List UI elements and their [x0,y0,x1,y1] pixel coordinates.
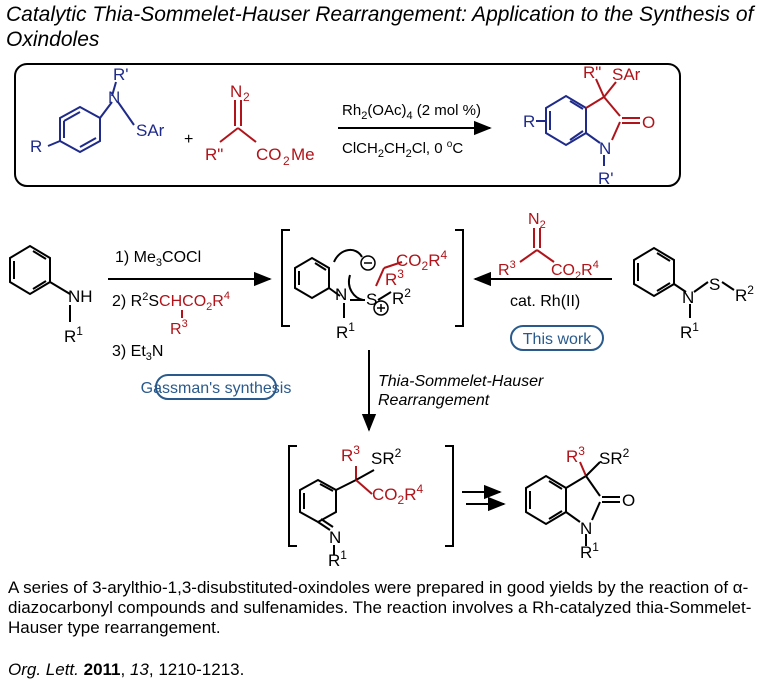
svg-text:R": R" [583,63,601,82]
svg-text:CO: CO [256,145,282,164]
svg-text:2) R2SCHCO2R4: 2) R2SCHCO2R4 [112,290,230,313]
ylide-bracket [281,229,464,327]
svg-text:R2: R2 [392,286,411,308]
oxindole-product-bottom [525,461,620,546]
svg-text:2: 2 [243,90,250,104]
svg-text:O: O [622,491,635,510]
rearrangement-label-1: Thia-Sommelet-Hauser [378,373,544,390]
svg-text:N: N [108,88,120,107]
svg-text:R3: R3 [170,318,188,338]
description: A series of 3-arylthio-1,3-disubstituted… [8,578,752,637]
sulfenamide-right-labels: N S R2 R1 [680,275,754,342]
dienimine-structure [299,466,375,555]
svg-text:CO2R4: CO2R4 [551,259,599,282]
top-reagents: Rh2(OAc)4 (2 mol %) [342,102,481,122]
gassman-steps: 1) Me3COCl 2) R2SCHCO2R4 3) Et3N [112,249,230,363]
svg-text:R3: R3 [385,267,404,289]
citation-year: 2011 [83,660,121,679]
gassman-label: Gassman's synthesis [141,380,292,397]
rearrangement-label-2: Rearrangement [378,392,490,409]
svg-text:NH: NH [68,287,93,306]
sulfenamide-structure [47,81,117,154]
svg-text:3) Et3N: 3) Et3N [112,343,163,363]
svg-text:R3: R3 [498,259,516,279]
aniline-labels: NH R1 [64,287,93,346]
svg-text:1) Me3COCl: 1) Me3COCl [115,249,201,269]
svg-text:R1: R1 [580,540,599,562]
oxindole-product-top [536,78,640,166]
svg-text:SAr: SAr [136,121,165,140]
svg-text:R3: R3 [341,443,360,465]
svg-text:R': R' [598,169,614,188]
svg-text:R1: R1 [64,324,83,346]
svg-text:N: N [335,285,347,304]
svg-text:N: N [230,82,242,101]
oxindole-top-labels: R R" SAr O N R' [523,63,655,188]
svg-text:N2: N2 [528,211,546,231]
sulfenamide-labels: R N R' SAr [30,65,165,156]
svg-text:N: N [599,139,611,158]
svg-text:R1: R1 [328,548,347,570]
this-work-catalyst: cat. Rh(II) [510,293,580,310]
svg-text:R': R' [113,65,129,84]
ylide-labels: N R1 S R2 R3 CO2R4 [335,248,447,342]
ylide-structure [294,249,403,318]
aniline-structure [9,244,71,322]
svg-text:CO2R4: CO2R4 [396,248,447,273]
citation-pages: 1210-1213. [158,660,245,679]
top-conditions: ClCH2CH2Cl, 0 oC [342,139,463,160]
diazo-ester-structure [219,100,257,143]
svg-text:N: N [329,528,341,547]
svg-text:S: S [366,290,377,309]
svg-text:R": R" [205,145,223,164]
svg-text:O: O [642,113,655,132]
svg-text:R3: R3 [566,444,585,466]
diazo-reagent-labels: N2 R3 CO2R4 [498,211,599,282]
svg-text:R: R [523,112,535,131]
citation: Org. Lett. 2011, 13, 1210-1213. [8,660,245,679]
sulfenamide-right-structure [633,246,735,318]
svg-text:CO2R4: CO2R4 [372,482,423,507]
citation-volume: 13 [129,660,149,679]
plus-sign: + [184,131,193,148]
diazo-reagent-structure [519,228,555,263]
svg-text:2: 2 [283,154,290,168]
svg-text:R2: R2 [735,283,754,305]
svg-text:N: N [682,288,694,307]
svg-text:S: S [709,275,720,294]
svg-text:R: R [30,137,42,156]
gassman-badge [155,374,277,400]
intermediate-bracket [288,445,454,547]
svg-text:R1: R1 [336,320,355,342]
svg-text:N: N [580,519,592,538]
dienimine-labels: R3 SR2 CO2R4 N R1 [328,443,423,570]
citation-journal: Org. Lett. [8,660,79,679]
svg-text:Me: Me [291,145,315,164]
svg-text:SR2: SR2 [371,446,402,468]
this-work-label: This work [523,331,592,348]
svg-text:SAr: SAr [612,65,641,84]
summary-box [14,63,681,187]
svg-text:R1: R1 [680,320,699,342]
this-work-badge [510,325,604,351]
page-title: Catalytic Thia-Sommelet-Hauser Rearrange… [6,3,754,51]
svg-text:SR2: SR2 [599,446,630,468]
